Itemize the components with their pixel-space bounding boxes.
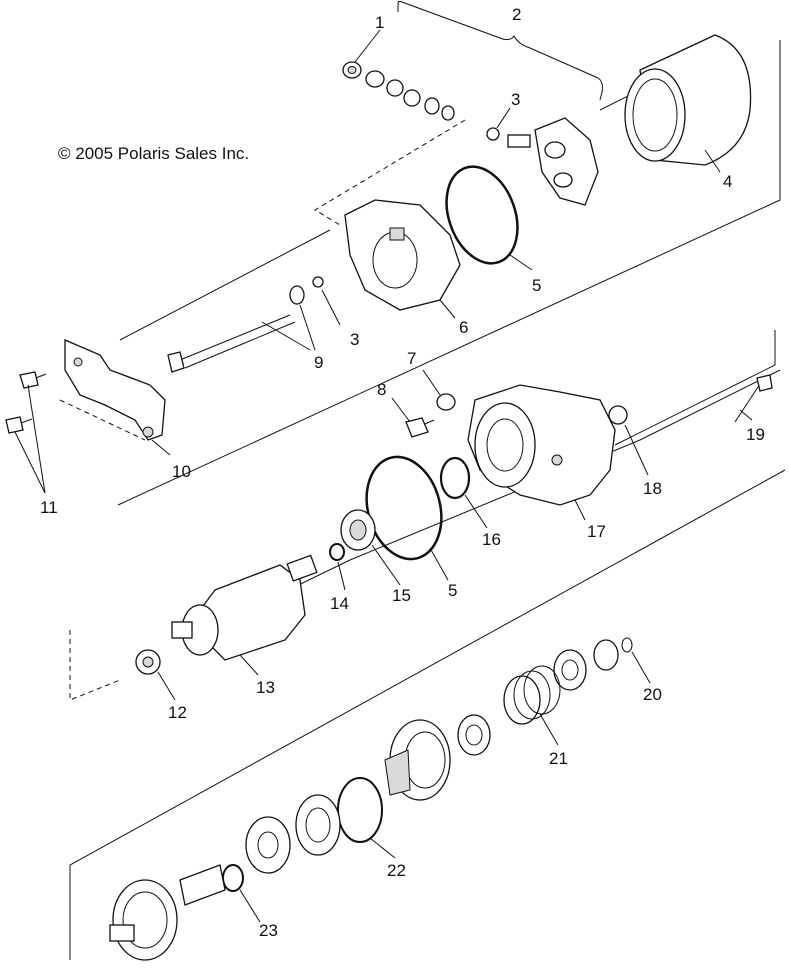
callout-18: 18 bbox=[643, 479, 662, 498]
callout-19: 19 bbox=[746, 425, 765, 444]
callout-16: 16 bbox=[482, 530, 501, 549]
callout-14: 14 bbox=[330, 594, 349, 613]
callout-4: 4 bbox=[723, 172, 732, 191]
part-12-bushing bbox=[135, 649, 161, 675]
part-23-circlip bbox=[222, 864, 244, 892]
part-9-through-bolts bbox=[167, 285, 305, 373]
drive-bushings bbox=[553, 639, 619, 691]
drive-collar bbox=[457, 714, 491, 756]
part-6-rear-cover bbox=[344, 199, 461, 311]
callout-20: 20 bbox=[643, 685, 662, 704]
callout-22: 22 bbox=[387, 861, 406, 880]
pinion-shaft-gear bbox=[109, 864, 226, 961]
callout-21: 21 bbox=[549, 749, 568, 768]
part-16-o-ring bbox=[439, 456, 471, 500]
part-17-front-housing bbox=[467, 384, 616, 506]
part-14-clip bbox=[329, 543, 345, 561]
part-10-bracket bbox=[64, 339, 166, 441]
part-13-armature bbox=[171, 554, 318, 661]
part-3-o-ring-lower bbox=[312, 276, 324, 288]
callout-9: 9 bbox=[314, 353, 323, 372]
callout-1: 1 bbox=[375, 13, 384, 32]
callout-11: 11 bbox=[40, 498, 58, 517]
part-15-bearing bbox=[340, 509, 376, 551]
retainer-ring bbox=[295, 794, 341, 856]
callout-8: 8 bbox=[377, 380, 386, 399]
callout-7: 7 bbox=[407, 349, 416, 368]
brush-holder-assembly bbox=[507, 117, 599, 206]
part-20-snap-ring bbox=[621, 637, 633, 653]
callout-12: 12 bbox=[168, 703, 187, 722]
callout-5-upper: 5 bbox=[532, 276, 541, 295]
callout-13: 13 bbox=[256, 678, 275, 697]
part-4-yoke-housing bbox=[624, 34, 752, 166]
frame-lines bbox=[59, 40, 786, 960]
callout-3-lower: 3 bbox=[350, 330, 359, 349]
part-3-o-ring-upper bbox=[486, 127, 500, 141]
callout-5-lower: 5 bbox=[448, 581, 457, 600]
part-1-nut-washer-set bbox=[342, 61, 455, 121]
copyright-notice: © 2005 Polaris Sales Inc. bbox=[58, 144, 250, 163]
callouts: 1 2 3 3 4 5 5 6 7 8 9 10 11 12 13 14 15 … bbox=[40, 5, 765, 940]
part-5-o-ring-upper bbox=[445, 165, 519, 265]
part-21-spring bbox=[503, 665, 561, 725]
callout-2: 2 bbox=[512, 5, 521, 24]
starter-clutch-gear bbox=[384, 719, 451, 801]
part-8-screw bbox=[405, 417, 435, 438]
callout-6: 6 bbox=[459, 318, 468, 337]
leader-lines bbox=[14, 29, 753, 923]
callout-17: 17 bbox=[587, 522, 606, 541]
callout-3-upper: 3 bbox=[511, 90, 520, 109]
part-5-o-ring-lower bbox=[365, 455, 443, 561]
thrust-washer bbox=[245, 816, 291, 874]
part-11-bolts bbox=[5, 371, 47, 434]
part-7-washer bbox=[436, 393, 456, 411]
callout-23: 23 bbox=[259, 921, 278, 940]
callout-15: 15 bbox=[392, 586, 411, 605]
part-18-washer bbox=[608, 405, 628, 425]
callout-10: 10 bbox=[172, 462, 191, 481]
part-22-washer bbox=[337, 777, 383, 843]
part-19-bolt bbox=[734, 374, 773, 423]
bracket-2 bbox=[397, 0, 603, 101]
